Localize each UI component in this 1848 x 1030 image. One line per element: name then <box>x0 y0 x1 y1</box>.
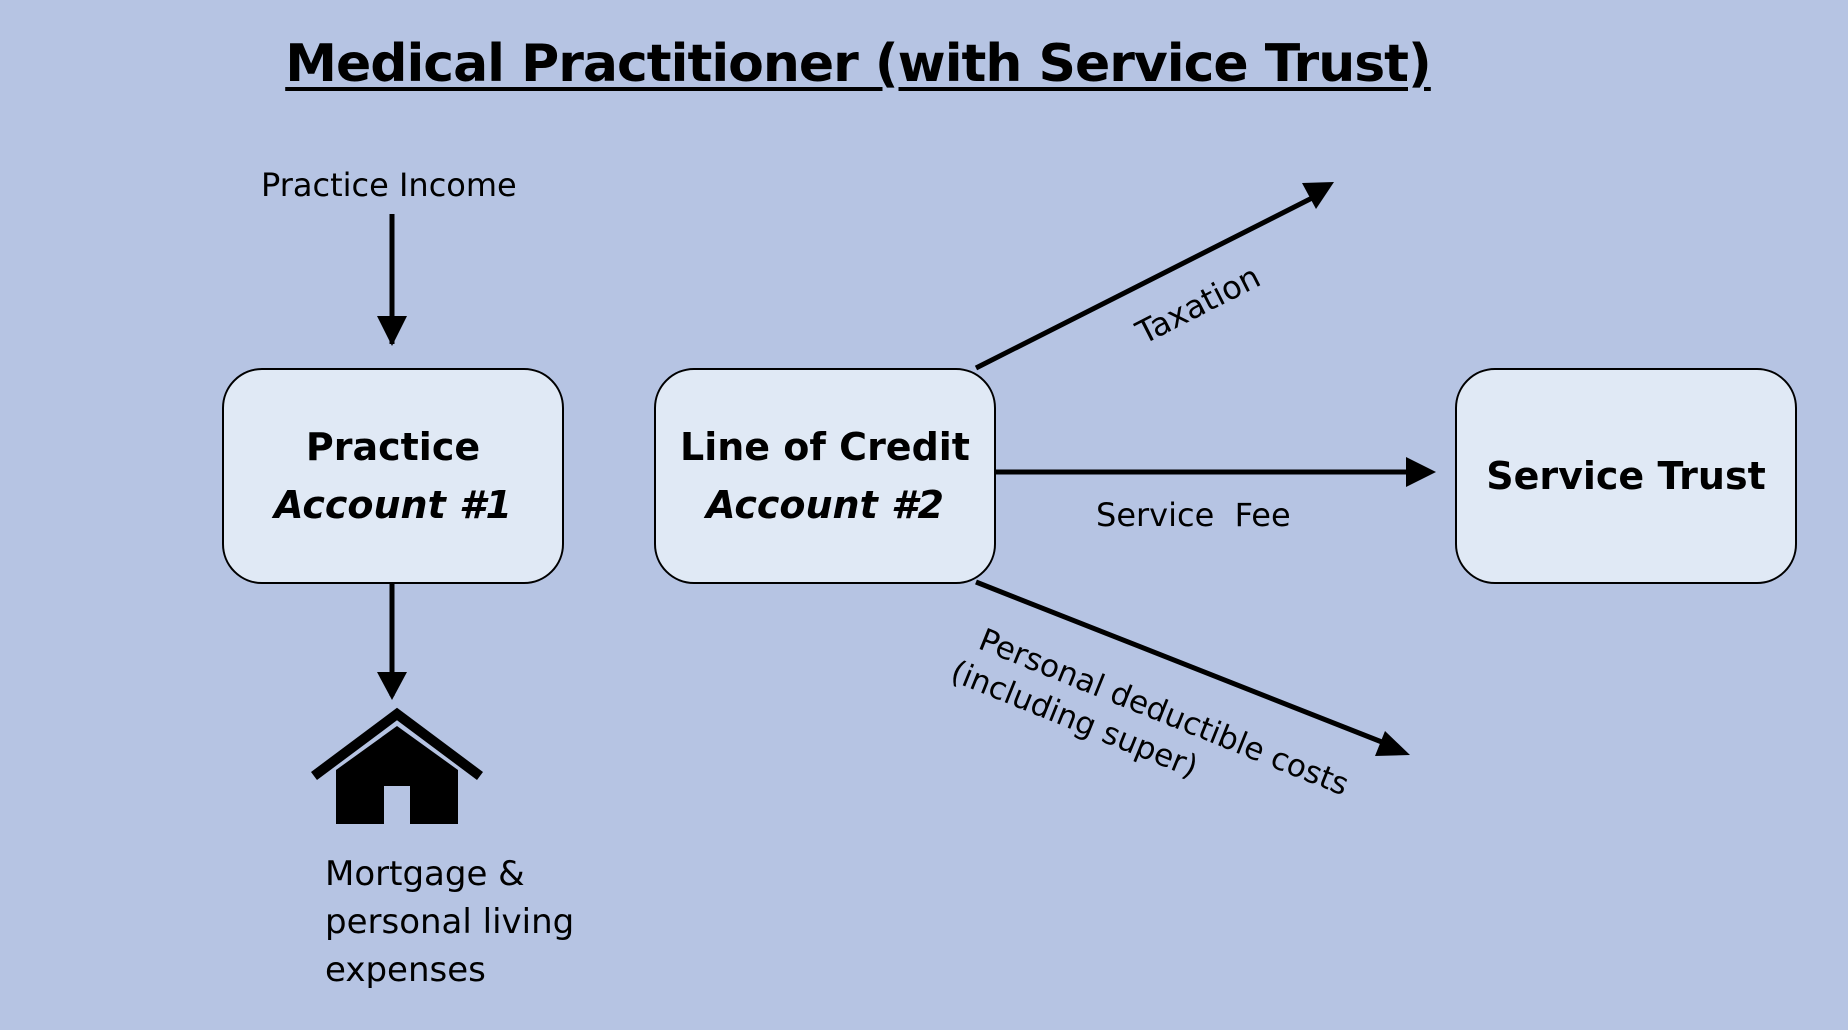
line-of-credit-box: Line of Credit Account #2 <box>654 368 996 584</box>
expenses-line3: expenses <box>325 950 486 990</box>
line-of-credit-title: Line of Credit <box>680 425 970 469</box>
service-trust-title: Service Trust <box>1486 454 1766 498</box>
practice-account-title: Practice <box>305 425 481 469</box>
house-icon <box>311 707 483 824</box>
arrowhead-taxation <box>1302 182 1334 209</box>
expenses-line2: personal living <box>325 902 575 942</box>
practice-account-box: Practice Account #1 <box>222 368 564 584</box>
page-title: Medical Practitioner (with Service Trust… <box>285 34 1432 94</box>
practice-income-label: Practice Income <box>261 166 517 204</box>
arrowhead-house <box>377 672 407 700</box>
arrowhead-personal <box>1375 731 1410 756</box>
expenses-line1: Mortgage & <box>325 854 525 894</box>
practice-account-subtitle: Account #1 <box>274 483 512 527</box>
arrow-loc-to-taxation <box>974 192 1320 371</box>
service-fee-label: Service Fee <box>1096 496 1291 534</box>
arrowhead-income <box>377 316 407 346</box>
arrowhead-service-trust <box>1406 457 1436 487</box>
expenses-label: Mortgage & personal living expenses <box>325 850 574 994</box>
line-of-credit-subtitle: Account #2 <box>706 483 944 527</box>
service-trust-box: Service Trust <box>1455 368 1797 584</box>
arrow-loc-to-personal <box>975 579 1393 749</box>
